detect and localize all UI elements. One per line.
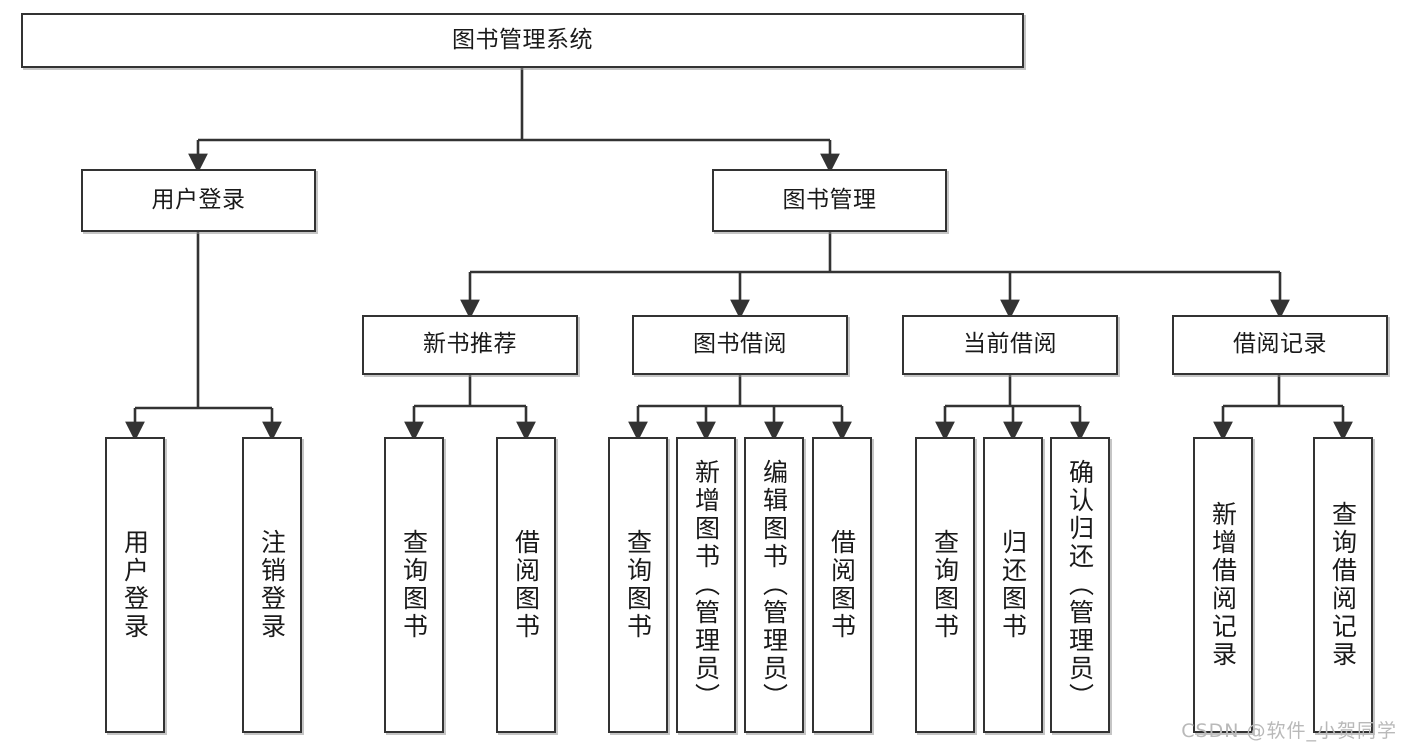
leaf-current-query-book[interactable]: 查询图书 [915, 437, 975, 733]
node-book-borrow[interactable]: 图书借阅 [632, 315, 848, 375]
node-new-book-recommend[interactable]: 新书推荐 [362, 315, 578, 375]
leaf-borrow-borrow-book[interactable]: 借阅图书 [812, 437, 872, 733]
node-label: 新增图书（管理员） [691, 459, 721, 711]
node-label: 借阅记录 [1233, 331, 1327, 358]
node-label: 查询图书 [399, 529, 429, 641]
node-label: 确认归还（管理员） [1065, 459, 1095, 711]
leaf-user-login-signin[interactable]: 用户登录 [105, 437, 165, 733]
node-label: 图书管理系统 [452, 26, 593, 53]
leaf-borrow-edit-book-admin[interactable]: 编辑图书（管理员） [744, 437, 804, 733]
leaf-new-book-query[interactable]: 查询图书 [384, 437, 444, 733]
node-label: 查询借阅记录 [1328, 501, 1358, 669]
leaf-new-book-borrow[interactable]: 借阅图书 [496, 437, 556, 733]
node-label: 查询图书 [930, 529, 960, 641]
node-label: 图书借阅 [693, 331, 787, 358]
node-current-borrow[interactable]: 当前借阅 [902, 315, 1118, 375]
node-root[interactable]: 图书管理系统 [21, 13, 1024, 68]
node-borrow-records[interactable]: 借阅记录 [1172, 315, 1388, 375]
node-user-login[interactable]: 用户登录 [81, 169, 316, 232]
node-label: 当前借阅 [963, 331, 1057, 358]
node-label: 图书管理 [782, 186, 877, 213]
node-label: 注销登录 [257, 529, 287, 641]
leaf-user-login-logout[interactable]: 注销登录 [242, 437, 302, 733]
leaf-records-query-record[interactable]: 查询借阅记录 [1313, 437, 1373, 733]
leaf-borrow-add-book-admin[interactable]: 新增图书（管理员） [676, 437, 736, 733]
node-label: 借阅图书 [827, 529, 857, 641]
leaf-current-confirm-return-admin[interactable]: 确认归还（管理员） [1050, 437, 1110, 733]
node-label: 归还图书 [998, 529, 1028, 641]
node-label: 编辑图书（管理员） [759, 459, 789, 711]
node-book-management[interactable]: 图书管理 [712, 169, 947, 232]
node-label: 新增借阅记录 [1208, 501, 1238, 669]
watermark: CSDN @软件_小贺同学 [1181, 720, 1397, 742]
node-label: 用户登录 [151, 186, 246, 213]
node-label: 新书推荐 [423, 331, 517, 358]
node-label: 用户登录 [120, 529, 150, 641]
leaf-borrow-query-book[interactable]: 查询图书 [608, 437, 668, 733]
node-label: 借阅图书 [511, 529, 541, 641]
leaf-records-add-record[interactable]: 新增借阅记录 [1193, 437, 1253, 733]
leaf-current-return-book[interactable]: 归还图书 [983, 437, 1043, 733]
node-label: 查询图书 [623, 529, 653, 641]
